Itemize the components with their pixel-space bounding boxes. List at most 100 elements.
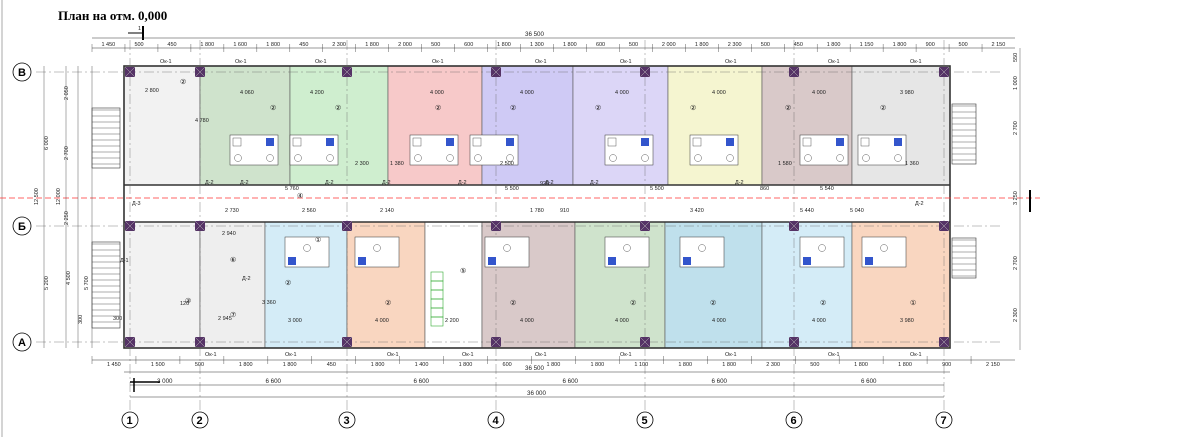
top-segment-dim: 2 000 xyxy=(662,42,676,48)
top-segment-dim: 900 xyxy=(926,42,935,48)
left-vertical-dim: 5 200 xyxy=(44,276,50,290)
cut-mark-label: 1 xyxy=(138,26,141,32)
bottom-segment-dim: 1 800 xyxy=(239,362,253,368)
room-number: ② xyxy=(630,299,636,307)
row-axis-label: Б xyxy=(18,221,26,233)
bathroom-bottom-1 xyxy=(354,236,400,268)
bottom-segment-dim: 1 400 xyxy=(415,362,429,368)
misc-dim: 2 300 xyxy=(355,161,369,167)
bottom-segment-dim: 1 450 xyxy=(107,362,121,368)
room-number: ② xyxy=(270,104,276,112)
room-top-2 xyxy=(289,65,389,186)
bottom-overall-dim-2: 36 000 xyxy=(527,390,546,397)
misc-dim: 4 780 xyxy=(195,118,209,124)
right-vertical-dim: 3 250 xyxy=(1013,191,1019,205)
bathroom-top-7 xyxy=(857,134,907,166)
door-label: Д-3 xyxy=(132,201,141,207)
column-1-1 xyxy=(124,66,136,78)
left-vertical-dim: 2 050 xyxy=(64,86,70,100)
bottom-segment-dim: 900 xyxy=(942,362,951,368)
bathroom-top-1 xyxy=(289,134,339,166)
room-number: ④ xyxy=(297,192,303,200)
bottom-segment-dim: 1 800 xyxy=(722,362,736,368)
misc-dim: 920 xyxy=(540,181,549,187)
room-number: ② xyxy=(510,104,516,112)
left-vertical-dim: 300 xyxy=(78,315,84,324)
bottom-segment-dim: 1 800 xyxy=(547,362,561,368)
column-5-2 xyxy=(639,220,651,232)
column-axis-marker: 6 xyxy=(785,411,803,429)
bottom-segment-dim: 450 xyxy=(327,362,336,368)
room-number: ② xyxy=(710,299,716,307)
misc-dim: 910 xyxy=(560,208,569,214)
column-axis-marker: 5 xyxy=(636,411,654,429)
corridor-dim: 5 500 xyxy=(505,186,519,192)
misc-dim: 2 945 xyxy=(218,316,232,322)
misc-dim: 1 360 xyxy=(905,161,919,167)
room-top-7 xyxy=(761,65,853,186)
column-7-1 xyxy=(938,66,950,78)
room-width-bottom: 4 000 xyxy=(520,318,534,324)
top-segment-dim: 600 xyxy=(596,42,605,48)
right-vertical-dim: 1 000 xyxy=(1013,76,1019,90)
bathroom-bottom-4 xyxy=(679,236,725,268)
column-5-3 xyxy=(639,336,651,348)
bottom-segment-dim: 1 800 xyxy=(898,362,912,368)
window-label-bottom: Ок-1 xyxy=(725,352,737,358)
room-width-top: 4 000 xyxy=(812,90,826,96)
window-label-bottom: Ок-1 xyxy=(205,352,217,358)
top-segment-dim: 1 300 xyxy=(530,42,544,48)
room-bottom-0 xyxy=(123,221,201,349)
bathroom-top-2 xyxy=(409,134,459,166)
corridor-dim: 1 780 xyxy=(530,208,544,214)
corridor-dim: 5 440 xyxy=(800,208,814,214)
right-vertical-dim: 2 300 xyxy=(1013,308,1019,322)
axis-spacing-dim: 6 600 xyxy=(861,378,877,385)
axis-spacing-dim: 6 600 xyxy=(414,378,430,385)
corridor-dim: 2 730 xyxy=(225,208,239,214)
column-axis-marker: 3 xyxy=(338,411,356,429)
bathroom-blocks xyxy=(229,134,907,268)
door-label: Д-2 xyxy=(735,180,744,186)
bottom-segment-dim: 2 150 xyxy=(986,362,1000,368)
top-segment-dim: 600 xyxy=(464,42,473,48)
bathroom-bottom-0 xyxy=(284,236,330,268)
door-label: Д-2 xyxy=(545,180,554,186)
corridor-dim: 3 420 xyxy=(690,208,704,214)
door-label: Д-2 xyxy=(915,201,924,207)
column-axis-marker: 1 xyxy=(121,411,139,429)
top-segment-dim: 1 800 xyxy=(893,42,907,48)
window-label-top: Ок-1 xyxy=(535,59,547,65)
right-vertical-dim: 2 700 xyxy=(1013,121,1019,135)
room-width-top: 4 000 xyxy=(712,90,726,96)
room-number: ② xyxy=(510,299,516,307)
column-4-2 xyxy=(490,220,502,232)
room-top-5 xyxy=(572,65,669,186)
room-width-top: 4 060 xyxy=(240,90,254,96)
column-axis-marker: 2 xyxy=(191,411,209,429)
room-number: ⑦ xyxy=(230,311,236,319)
room-top-1 xyxy=(199,65,291,186)
bottom-segment-dim: 500 xyxy=(810,362,819,368)
bottom-overall-dim-1: 36 500 xyxy=(525,365,544,372)
bottom-segment-dim: 1 800 xyxy=(283,362,297,368)
column-axis-label: 4 xyxy=(493,415,500,427)
room-number: ② xyxy=(595,104,601,112)
room-width-top: 4 000 xyxy=(430,90,444,96)
room-width-top: 3 980 xyxy=(900,90,914,96)
column-6-3 xyxy=(788,336,800,348)
top-segment-dim: 500 xyxy=(761,42,770,48)
window-label-bottom: Ок-1 xyxy=(462,352,474,358)
window-label-bottom: Ок-1 xyxy=(285,352,297,358)
column-7-2 xyxy=(938,220,950,232)
column-2-1 xyxy=(194,66,206,78)
misc-dim: 120 xyxy=(180,301,189,307)
left-vertical-dim: 4 500 xyxy=(66,271,72,285)
row-axis-marker: Б xyxy=(12,216,32,236)
bottom-segment-dim: 1 800 xyxy=(590,362,604,368)
top-segment-dim: 500 xyxy=(134,42,143,48)
